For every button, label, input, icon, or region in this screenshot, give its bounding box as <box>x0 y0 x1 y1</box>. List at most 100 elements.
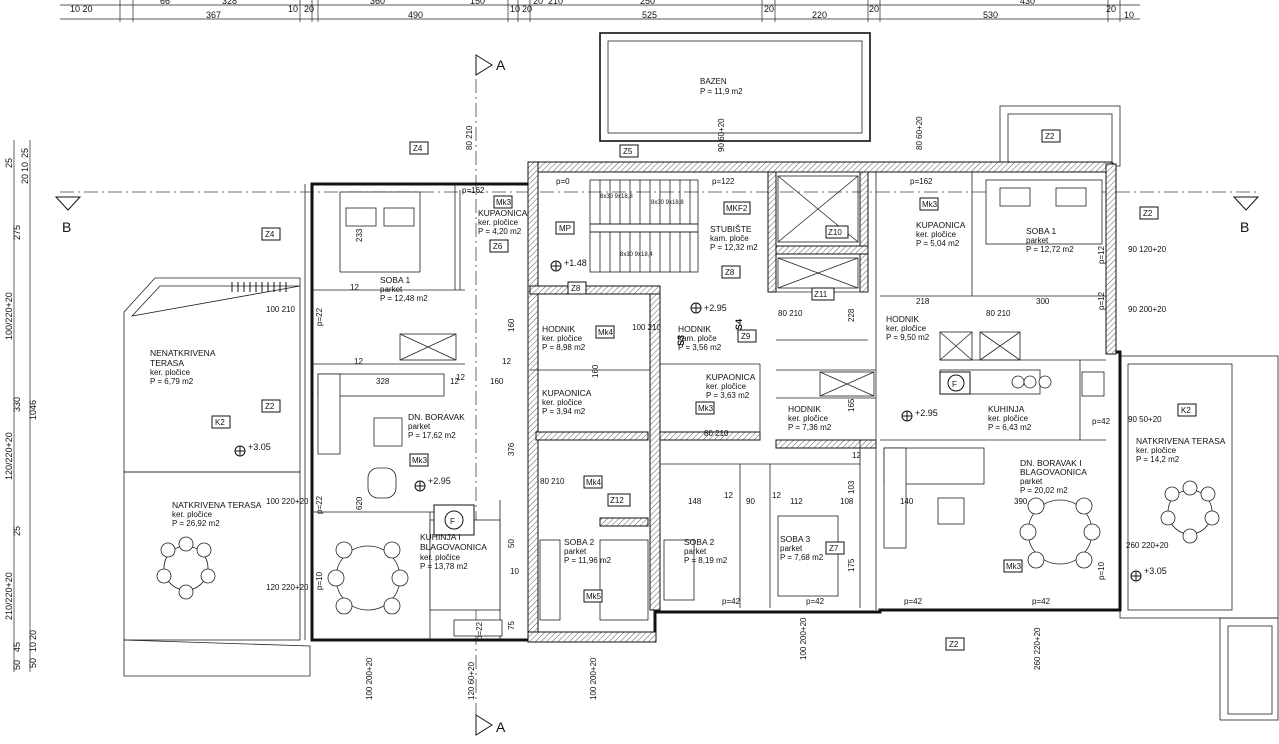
door-dim-18: 100 200+20 <box>799 617 808 660</box>
inner-dim-30: 12 <box>354 357 363 366</box>
level-5: +2.95 <box>915 408 938 418</box>
inner-dim-1: 233 <box>355 228 364 242</box>
room-hodnik3-area: P = 9,50 m2 <box>886 333 930 342</box>
inner-dim-12: 228 <box>847 308 856 322</box>
tag-z2-c: Z2 <box>1143 209 1153 218</box>
tag-z6: Z6 <box>493 242 503 251</box>
dim-left-13: 45 <box>12 642 22 652</box>
room-soba1-r-name: SOBA 1 <box>1026 226 1057 236</box>
opening-labels: 80 210 100 210 100 210 80 210 80 210 80 … <box>266 116 1169 700</box>
inner-dim-10: 300 <box>1036 297 1050 306</box>
tag-k2-a: K2 <box>215 418 225 427</box>
dim-top-12: 250 <box>640 0 655 6</box>
tag-mk5: Mk5 <box>586 592 602 601</box>
inner-dim-13: 165 <box>847 398 856 412</box>
room-nenatkrivena-name: NENATKRIVENA <box>150 348 216 358</box>
room-natkrivena-l-floor: ker. pločice <box>172 510 213 519</box>
inner-dim-28: 75 <box>507 621 516 630</box>
room-dn-boravak-r-floor: parket <box>1020 477 1043 486</box>
tag-mk3-d: Mk3 <box>698 404 714 413</box>
room-kup-l-floor: ker. pločice <box>478 218 519 227</box>
door-dim-5: 80 210 <box>540 477 565 486</box>
door-dim-14: 100 200+20 <box>365 657 374 700</box>
room-soba1-r-floor: parket <box>1026 236 1049 245</box>
tag-z8-b: Z8 <box>571 284 581 293</box>
room-hodnik1-floor: ker. pločice <box>542 334 583 343</box>
inner-dim-9: 218 <box>916 297 930 306</box>
dim-left-11: 210/220+20 <box>4 572 14 620</box>
tag-mk3-e: Mk3 <box>1006 562 1022 571</box>
door-dim-13: 260 220+20 <box>1126 541 1169 550</box>
room-labels: KUPAONICA ker. pločice P = 4,20 m2 SOBA … <box>150 208 1226 571</box>
inner-dim-40: p=12 <box>1097 245 1106 264</box>
level-3: +3.05 <box>248 442 271 452</box>
room-kup-r-name: KUPAONICA <box>916 220 966 230</box>
inner-dim-36: p=10 <box>315 571 324 590</box>
door-dim-19: 90 60+20 <box>717 118 726 152</box>
tag-mk3-a: Mk3 <box>496 198 512 207</box>
tag-s3: S3 <box>676 335 686 346</box>
room-kuhinja-blag-name2: BLAGOVAONICA <box>420 542 487 552</box>
inner-dim-42: p=22 <box>475 621 484 640</box>
tag-mkf2: MKF2 <box>726 204 748 213</box>
inner-dim-27: 50 <box>507 539 516 548</box>
tag-z4-b: Z4 <box>265 230 275 239</box>
pool: BAZEN P = 11,9 m2 <box>599 32 871 142</box>
dim-top-1: 10 20 <box>70 4 93 14</box>
tag-s4: S4 <box>734 319 744 330</box>
room-hodnik1-area: P = 8,98 m2 <box>542 343 586 352</box>
room-kuhinja-blag-name: KUHINJA I <box>420 532 461 542</box>
shafts <box>399 175 1021 397</box>
room-natkrivena-r-area: P = 14,2 m2 <box>1136 455 1180 464</box>
tag-mk4-b: Mk4 <box>586 478 602 487</box>
room-soba3-floor: parket <box>780 544 803 553</box>
inner-dim-37: p=10 <box>1097 561 1106 580</box>
dim-top-7: 150 <box>470 0 485 6</box>
dim-left-14: 50 <box>28 658 38 668</box>
door-dim-8: 90 120+20 <box>1128 245 1167 254</box>
dim-left-16: 20 <box>28 630 38 640</box>
inner-dim-24: 390 <box>1014 497 1028 506</box>
dim-top-row2-4: 20 <box>764 4 774 14</box>
room-soba2-m-floor: parket <box>684 547 707 556</box>
inner-dim-38: p=22 <box>315 307 324 326</box>
room-kup-m1-name: KUPAONICA <box>542 388 592 398</box>
room-kup-r-floor: ker. pločice <box>916 230 957 239</box>
inner-dimensions: 233 12 328 12 160 160 376 12 218 300 160… <box>315 228 1111 640</box>
tag-z2-b: Z2 <box>1045 132 1055 141</box>
fireplace-right-label: F <box>952 380 957 389</box>
room-soba2-l-floor: parket <box>564 547 587 556</box>
room-soba3-name: SOBA 3 <box>780 534 811 544</box>
inner-dim-35: p=42 <box>1092 417 1111 426</box>
section-a-top: A <box>496 57 506 73</box>
door-dim-6: 80 210 <box>704 429 729 438</box>
dim-top-13: 430 <box>1020 0 1035 6</box>
room-nenatkrivena-name2: TERASA <box>150 358 184 368</box>
level-markers: +1.48 +2.95 +3.05 +2.95 +2.95 +3.05 p=0 … <box>234 177 1167 582</box>
dim-left-15: 10 <box>28 642 38 652</box>
room-kup-l-name: KUPAONICA <box>478 208 528 218</box>
section-axes: A A B B <box>54 54 1260 736</box>
dim-top-row2-8: 20 <box>1106 4 1116 14</box>
dim-top-8: 10 <box>510 4 520 14</box>
dim-left-5: 275 <box>12 225 22 240</box>
inner-dim-6: 160 <box>507 318 516 332</box>
room-natkrivena-r-name: NATKRIVENA TERASA <box>1136 436 1226 446</box>
room-kuhinja-name: KUHINJA <box>988 404 1025 414</box>
dim-top-row2-3: 525 <box>642 10 657 20</box>
section-b-left: B <box>62 219 71 235</box>
inner-dim-22: 175 <box>847 558 856 572</box>
room-kup-m2-floor: ker. pločice <box>706 382 747 391</box>
tag-mk3-c: Mk3 <box>412 456 428 465</box>
room-dn-boravak-r-area: P = 20,02 m2 <box>1020 486 1068 495</box>
inner-dim-25: 620 <box>355 496 364 510</box>
level-6: +3.05 <box>1144 566 1167 576</box>
room-soba1-r-area: P = 12,72 m2 <box>1026 245 1074 254</box>
tag-z10: Z10 <box>828 228 842 237</box>
door-dim-12: 120 220+20 <box>266 583 309 592</box>
room-hodnik3-name: HODNIK <box>886 314 919 324</box>
room-dn-boravak-l-name: DN. BORAVAK <box>408 412 465 422</box>
inner-dim-3: 328 <box>376 377 390 386</box>
tag-z12: Z12 <box>610 496 624 505</box>
tag-z2-d: Z2 <box>949 640 959 649</box>
